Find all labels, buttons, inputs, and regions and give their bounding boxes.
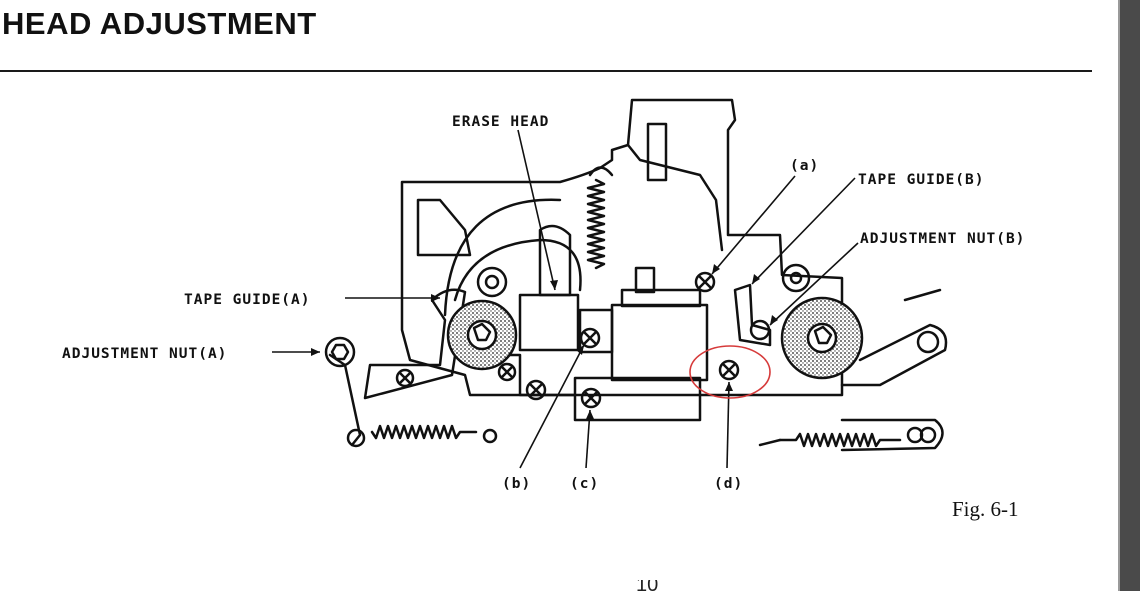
spring-b — [778, 432, 902, 448]
lower-plate — [573, 376, 702, 422]
label-tape-guide-a: TAPE GUIDE(A) — [184, 292, 311, 308]
adjustment-nut-a-icon — [324, 336, 356, 368]
arrowheads — [311, 264, 778, 419]
figure-caption: Fig. 6-1 — [952, 497, 1019, 521]
leader-lines — [272, 129, 859, 469]
head-bracket — [626, 143, 724, 252]
center-spring — [586, 178, 606, 270]
erase-head-base — [518, 293, 580, 352]
label-erase-head: ERASE HEAD — [452, 114, 549, 130]
title-divider — [0, 70, 1092, 72]
label-screw-c: (c) — [570, 476, 599, 492]
right-link — [840, 418, 944, 452]
sector-arc — [443, 198, 562, 317]
curved-sector — [453, 238, 582, 302]
head-assembly — [610, 303, 709, 382]
head-top — [620, 288, 702, 308]
arm-a-lower — [328, 353, 362, 447]
right-lever — [840, 323, 948, 387]
label-adjustment-nut-a: ADJUSTMENT NUT(A) — [62, 346, 227, 362]
viewer-edge — [1118, 0, 1121, 591]
head-stem — [634, 266, 656, 294]
viewer-scrollbar[interactable] — [1120, 0, 1140, 591]
page-title: HEAD ADJUSTMENT — [2, 6, 317, 41]
screw-icons — [395, 271, 740, 409]
page-number: 10 — [636, 580, 659, 591]
spring-a — [370, 424, 478, 440]
label-adjustment-nut-b: ADJUSTMENT NUT(B) — [860, 231, 1025, 247]
bracket-slot — [646, 122, 668, 182]
left-cutout — [416, 198, 472, 257]
label-screw-d: (d) — [714, 476, 743, 492]
label-screw-a: (a) — [790, 158, 819, 174]
label-tape-guide-b: TAPE GUIDE(B) — [858, 172, 985, 188]
erase-head-block — [538, 224, 572, 297]
highlight-circle — [689, 345, 771, 399]
label-screw-b: (b) — [502, 476, 531, 492]
